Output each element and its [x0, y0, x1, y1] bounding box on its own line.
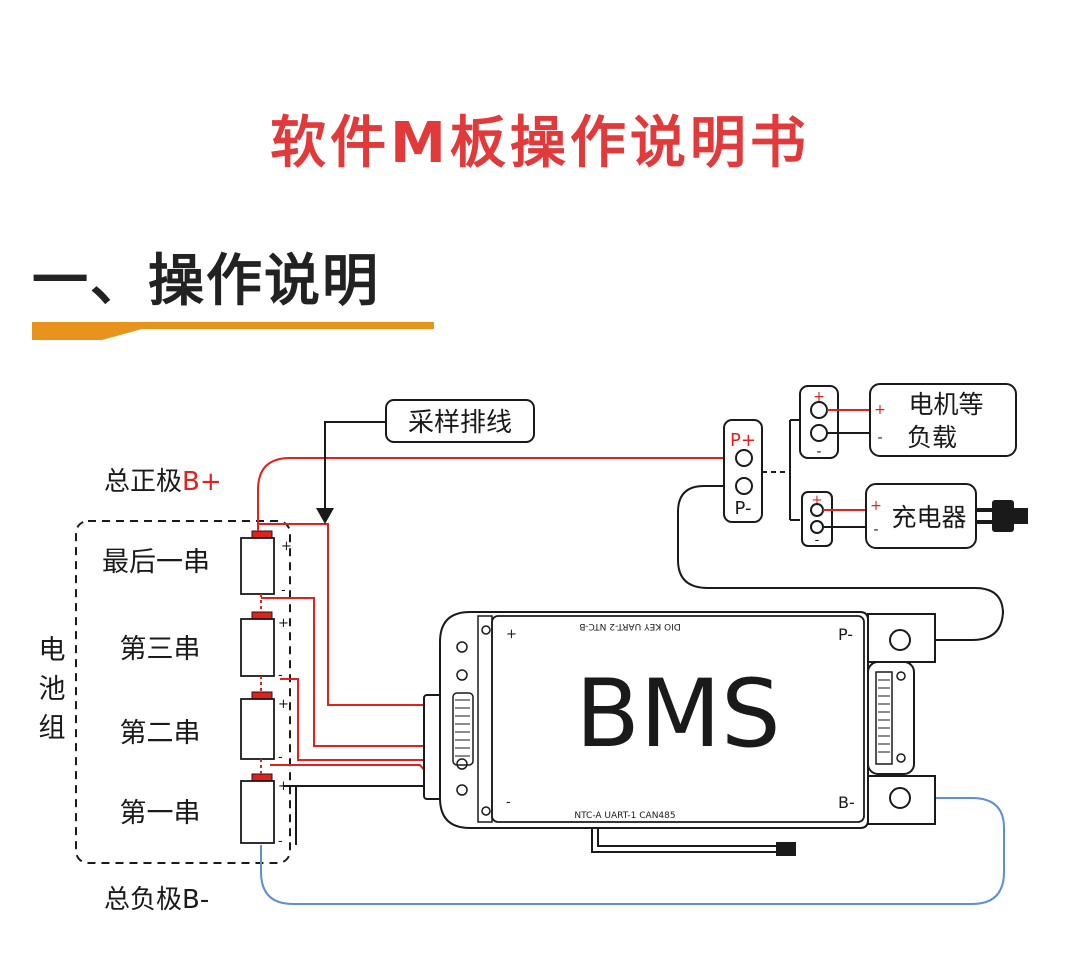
plug-icon	[976, 500, 1028, 532]
cell-label-first: 第一串	[120, 798, 201, 829]
cell-second-plus: +	[278, 697, 289, 712]
cell-first: + -	[240, 773, 289, 849]
bms-bottom-cable	[591, 828, 776, 853]
cell-last-minus: -	[281, 583, 286, 598]
bms-b-minus-label: B-	[838, 793, 855, 812]
load-terminal-plus: +	[813, 389, 825, 405]
bms-right-connector	[867, 661, 915, 775]
cell-label-second: 第二串	[120, 718, 201, 749]
charger-terminal-minus: -	[815, 533, 820, 548]
p-terminal-block: P+ P-	[723, 419, 763, 523]
page-title: 软件M板操作说明书	[270, 111, 810, 176]
load-box-plus: +	[874, 402, 886, 418]
battery-pack-label-3: 组	[39, 713, 66, 744]
sample-wire-4	[270, 764, 426, 772]
harness-arrow	[324, 421, 386, 510]
harness-arrowhead	[316, 508, 334, 524]
sample-wire-3	[280, 678, 425, 761]
load-box-minus: -	[877, 430, 882, 446]
p-minus-label: P-	[735, 498, 752, 519]
sample-wire-1	[258, 523, 425, 706]
bms-board: BMS DIO KEY UART-2 NTC-B NTC-A UART-1 CA…	[439, 611, 869, 829]
cell-last: + -	[240, 530, 292, 598]
charger-label: 充电器	[891, 503, 966, 532]
bms-label: BMS	[575, 660, 780, 769]
cell-first-plus: +	[278, 779, 289, 794]
charger-terminal-plus: +	[812, 493, 823, 508]
battery-pack-label-2: 池	[39, 674, 66, 705]
bms-p-minus-terminal	[867, 613, 936, 663]
cell-first-minus: -	[278, 834, 283, 849]
cell-label-last: 最后一串	[102, 547, 210, 578]
cell-third-plus: +	[278, 616, 289, 631]
underline-shape	[32, 322, 434, 340]
p-plus-label: P+	[730, 430, 756, 451]
sample-wire-2	[261, 597, 425, 747]
bms-bottom-plug	[776, 842, 796, 856]
p-minus-wire	[677, 485, 1004, 641]
total-pos-b: B+	[182, 467, 222, 497]
harness-label-box	[385, 399, 535, 443]
section-title: 一、操作说明	[32, 249, 380, 314]
bms-top-ports: DIO KEY UART-2 NTC-B	[579, 621, 680, 631]
bms-bottom-ports: NTC-A UART-1 CAN485	[574, 811, 675, 821]
total-neg-label: 总负极B-	[104, 885, 209, 915]
bms-minus: -	[506, 795, 511, 810]
load-terminal-minus: -	[816, 444, 821, 460]
charger-box-plus: +	[870, 498, 882, 514]
load-box: + - 电机等 负载	[869, 383, 1017, 457]
battery-pack-boundary	[75, 520, 291, 864]
load-terminal: + -	[799, 385, 839, 460]
total-pos-label: 总正极B+	[104, 467, 222, 497]
bms-p-minus-label: P-	[838, 625, 853, 644]
bms-b-minus-terminal	[867, 775, 936, 825]
battery-pack-label-1: 电	[39, 635, 66, 666]
charger-box-minus: -	[873, 522, 878, 538]
charger-box: + - 充电器	[865, 483, 977, 549]
cell-third: + -	[240, 611, 289, 683]
bms-plus: +	[506, 627, 517, 642]
cell-second: + -	[240, 691, 289, 765]
section-underline	[32, 322, 434, 340]
harness-label: 采样排线	[408, 408, 512, 438]
cell-last-plus: +	[281, 539, 292, 554]
cell-second-minus: -	[278, 750, 283, 765]
b-plus-wire	[257, 457, 736, 531]
cell-label-third: 第三串	[120, 634, 201, 665]
load-label-line1: 电机等	[908, 390, 983, 419]
charger-terminal: + -	[801, 491, 833, 548]
cell-third-minus: -	[278, 668, 283, 683]
b-minus-wire	[260, 797, 1005, 905]
load-label-line2: 负载	[907, 423, 957, 452]
